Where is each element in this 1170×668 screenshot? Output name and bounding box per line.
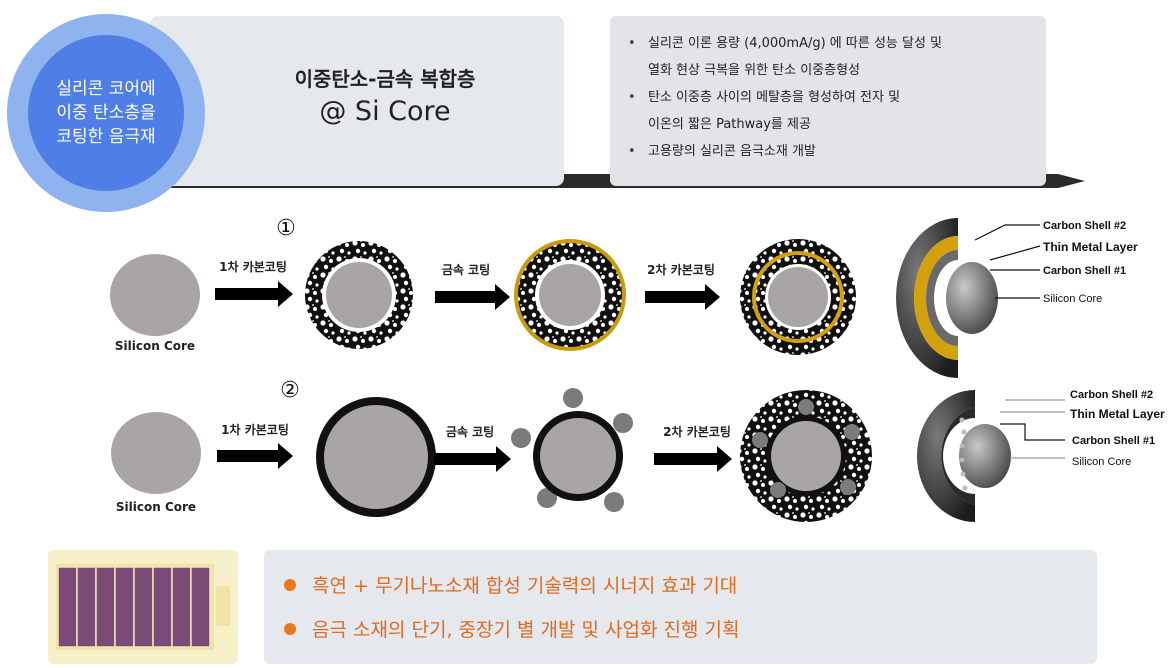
feature-item: 실리콘 이론 용량 (4,000mA/g) 에 따른 성능 달성 및 [628, 30, 1036, 57]
carbon-coated-particle [316, 397, 436, 517]
title-panel [150, 16, 564, 186]
step-label: 2차 카본코팅 [663, 424, 731, 439]
feature-panel: 실리콘 이론 용량 (4,000mA/g) 에 따른 성능 달성 및 열화 현상… [610, 16, 1046, 186]
title-line-1: 이중탄소-금속 복합층 [294, 67, 476, 91]
cutaway-sphere [896, 218, 998, 378]
step-label: 2차 카본코팅 [647, 262, 715, 277]
double-carbon-particle [740, 390, 872, 522]
arrow-right-icon [435, 284, 510, 310]
badge-line-3: 코팅한 음극재 [56, 127, 156, 147]
step-label: 금속 코팅 [442, 262, 490, 277]
silicon-core-label: Silicon Core [116, 500, 196, 514]
silicon-core [110, 254, 200, 336]
summary-item: 흑연 + 무기나노소재 합성 기술력의 시너지 효과 기대 [284, 564, 1097, 608]
silicon-core-label: Silicon Core [115, 339, 195, 353]
legend-thin-metal-layer: Thin Metal Layer [1043, 240, 1138, 254]
title-line-2: @ Si Core [319, 96, 451, 127]
page-title: 이중탄소-금속 복합층 @ Si Core [235, 64, 535, 130]
legend-silicon-core: Silicon Core [1043, 293, 1102, 305]
step-label: 1차 카본코팅 [219, 259, 287, 274]
summary-panel: 흑연 + 무기나노소재 합성 기술력의 시너지 효과 기대 음극 소재의 단기,… [264, 550, 1097, 664]
badge: 실리콘 코어에 이중 탄소층을 코팅한 음극재 [28, 35, 184, 191]
legend-leaders [974, 224, 1041, 299]
silicon-core [111, 412, 201, 494]
legend-thin-metal-layer: Thin Metal Layer [1070, 407, 1165, 421]
process-diagram: ① Silicon Core 1차 카본코팅 금속 코팅 2차 카본코팅 Car… [110, 216, 1165, 522]
arrow-right-icon [217, 443, 293, 469]
arrow-right-icon [654, 446, 732, 472]
legend-carbon-shell-1: Carbon Shell #1 [1072, 435, 1155, 447]
legend-carbon-shell-2: Carbon Shell #2 [1070, 389, 1153, 401]
arrow-right-icon [645, 284, 720, 310]
route-marker-1: ① [276, 216, 296, 241]
metal-particle-decorated [511, 388, 633, 512]
feature-item: 탄소 이중층 사이의 메탈층을 형성하여 전자 및 [628, 84, 1036, 111]
cutaway-sphere [917, 390, 1011, 522]
badge-line-1: 실리콘 코어에 [56, 79, 156, 99]
metal-coated-particle [514, 239, 626, 351]
legend-carbon-shell-1: Carbon Shell #1 [1043, 265, 1126, 277]
step-label: 1차 카본코팅 [221, 422, 289, 437]
feature-item: 고용량의 실리콘 음극소재 개발 [628, 138, 1036, 165]
double-carbon-particle [740, 239, 856, 355]
summary-item: 음극 소재의 단기, 중장기 별 개발 및 사업화 진행 기획 [284, 608, 1097, 652]
arrow-right-icon [434, 446, 511, 472]
step-label: 금속 코팅 [446, 424, 494, 439]
route-marker-2: ② [280, 378, 300, 403]
legend-carbon-shell-2: Carbon Shell #2 [1043, 220, 1126, 232]
battery-icon [48, 550, 238, 664]
legend-leaders [1000, 399, 1065, 459]
legend-silicon-core: Silicon Core [1072, 456, 1131, 468]
feature-item-continued: 열화 현상 극복을 위한 탄소 이중층형성 [648, 63, 861, 78]
badge-line-2: 이중 탄소층을 [56, 103, 156, 123]
carbon-coated-particle [305, 241, 413, 349]
feature-item-continued: 이온의 짧은 Pathway를 제공 [648, 117, 811, 132]
arrow-right-icon [215, 281, 293, 307]
